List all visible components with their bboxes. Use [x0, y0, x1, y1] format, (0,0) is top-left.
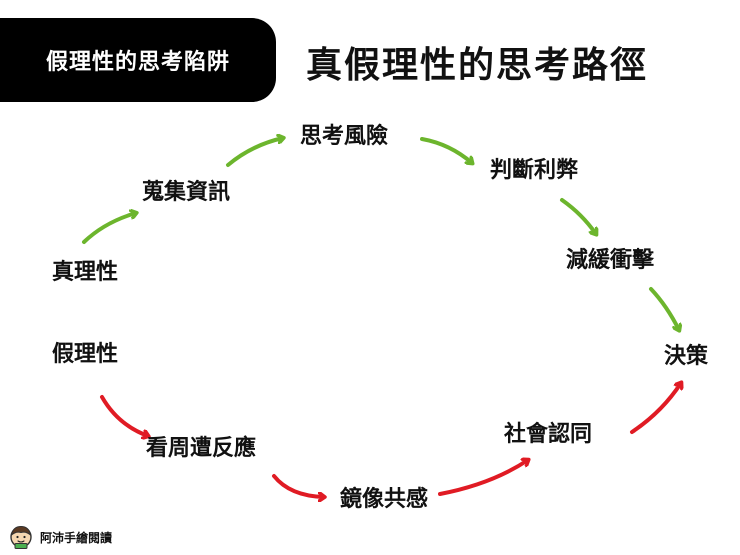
- author-name: 阿沛手繪閱讀: [40, 530, 113, 545]
- arrow-collect-to-risk: [226, 138, 283, 167]
- arrow-judge-to-reduce: [560, 198, 596, 234]
- node-judge-pros-cons: 判斷利弊: [490, 158, 579, 183]
- arrow-mirror-to-social: [438, 460, 528, 496]
- section-tag-label: 假理性的思考陷阱: [45, 50, 230, 75]
- node-see-reactions: 看周遭反應: [146, 436, 257, 461]
- node-mirror-empathy: 鏡像共感: [340, 487, 429, 512]
- arrow-true-to-collect: [82, 213, 136, 244]
- arrow-see-to-mirror: [272, 474, 324, 497]
- node-true-rational: 真理性: [52, 260, 119, 285]
- arrow-social-to-decision: [630, 383, 681, 434]
- node-think-risk: 思考風險: [300, 124, 389, 149]
- arrow-reduce-to-decision: [649, 287, 679, 330]
- author-footer: 阿沛手繪閱讀: [8, 524, 112, 550]
- node-reduce-impact: 減緩衝擊: [566, 248, 655, 273]
- node-social-approval: 社會認同: [504, 422, 593, 447]
- node-false-rational: 假理性: [52, 342, 119, 367]
- arrow-risk-to-judge: [420, 137, 472, 163]
- node-collect-info: 蒐集資訊: [142, 180, 231, 205]
- section-tag: 假理性的思考陷阱: [0, 18, 276, 102]
- arrow-false-to-see: [100, 395, 148, 436]
- node-decision: 決策: [664, 344, 709, 369]
- avatar: [8, 524, 34, 550]
- page-title: 真假理性的思考路徑: [306, 45, 649, 86]
